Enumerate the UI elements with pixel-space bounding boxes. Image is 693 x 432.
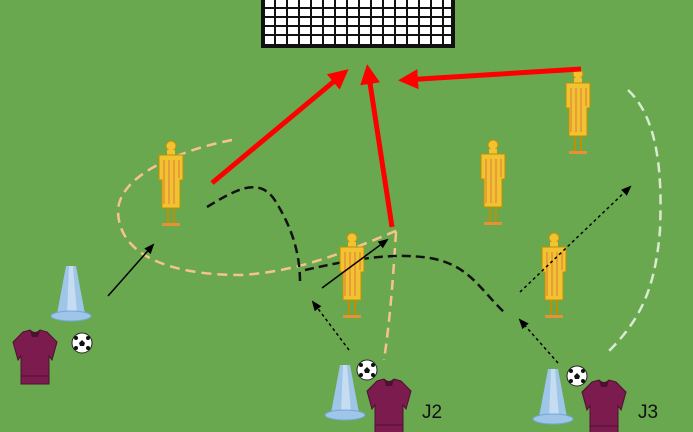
- pass-arrow-j2-run: [311, 300, 350, 351]
- run-path-j3: [607, 89, 662, 353]
- player-j3: J3: [581, 379, 658, 432]
- shot-arrow-left: [210, 69, 349, 185]
- player-j2: J2: [366, 378, 442, 432]
- player-label-j2: J2: [422, 402, 442, 423]
- ball-icon: [71, 332, 93, 354]
- run-path-j2: [382, 231, 398, 361]
- pass-arrow-left: [107, 243, 155, 297]
- shot-arrow-right: [398, 66, 582, 90]
- run-path-left: [116, 138, 399, 277]
- dribble-path-right: [304, 254, 507, 315]
- pass-arrow-right: [519, 185, 632, 293]
- shot-arrow-center: [360, 64, 395, 228]
- goal-icon: [261, 0, 455, 48]
- ball-icon: [356, 359, 378, 381]
- ball-icon: [566, 365, 588, 387]
- player-label-j3: J3: [638, 402, 658, 423]
- pass-arrow-center: [321, 238, 389, 289]
